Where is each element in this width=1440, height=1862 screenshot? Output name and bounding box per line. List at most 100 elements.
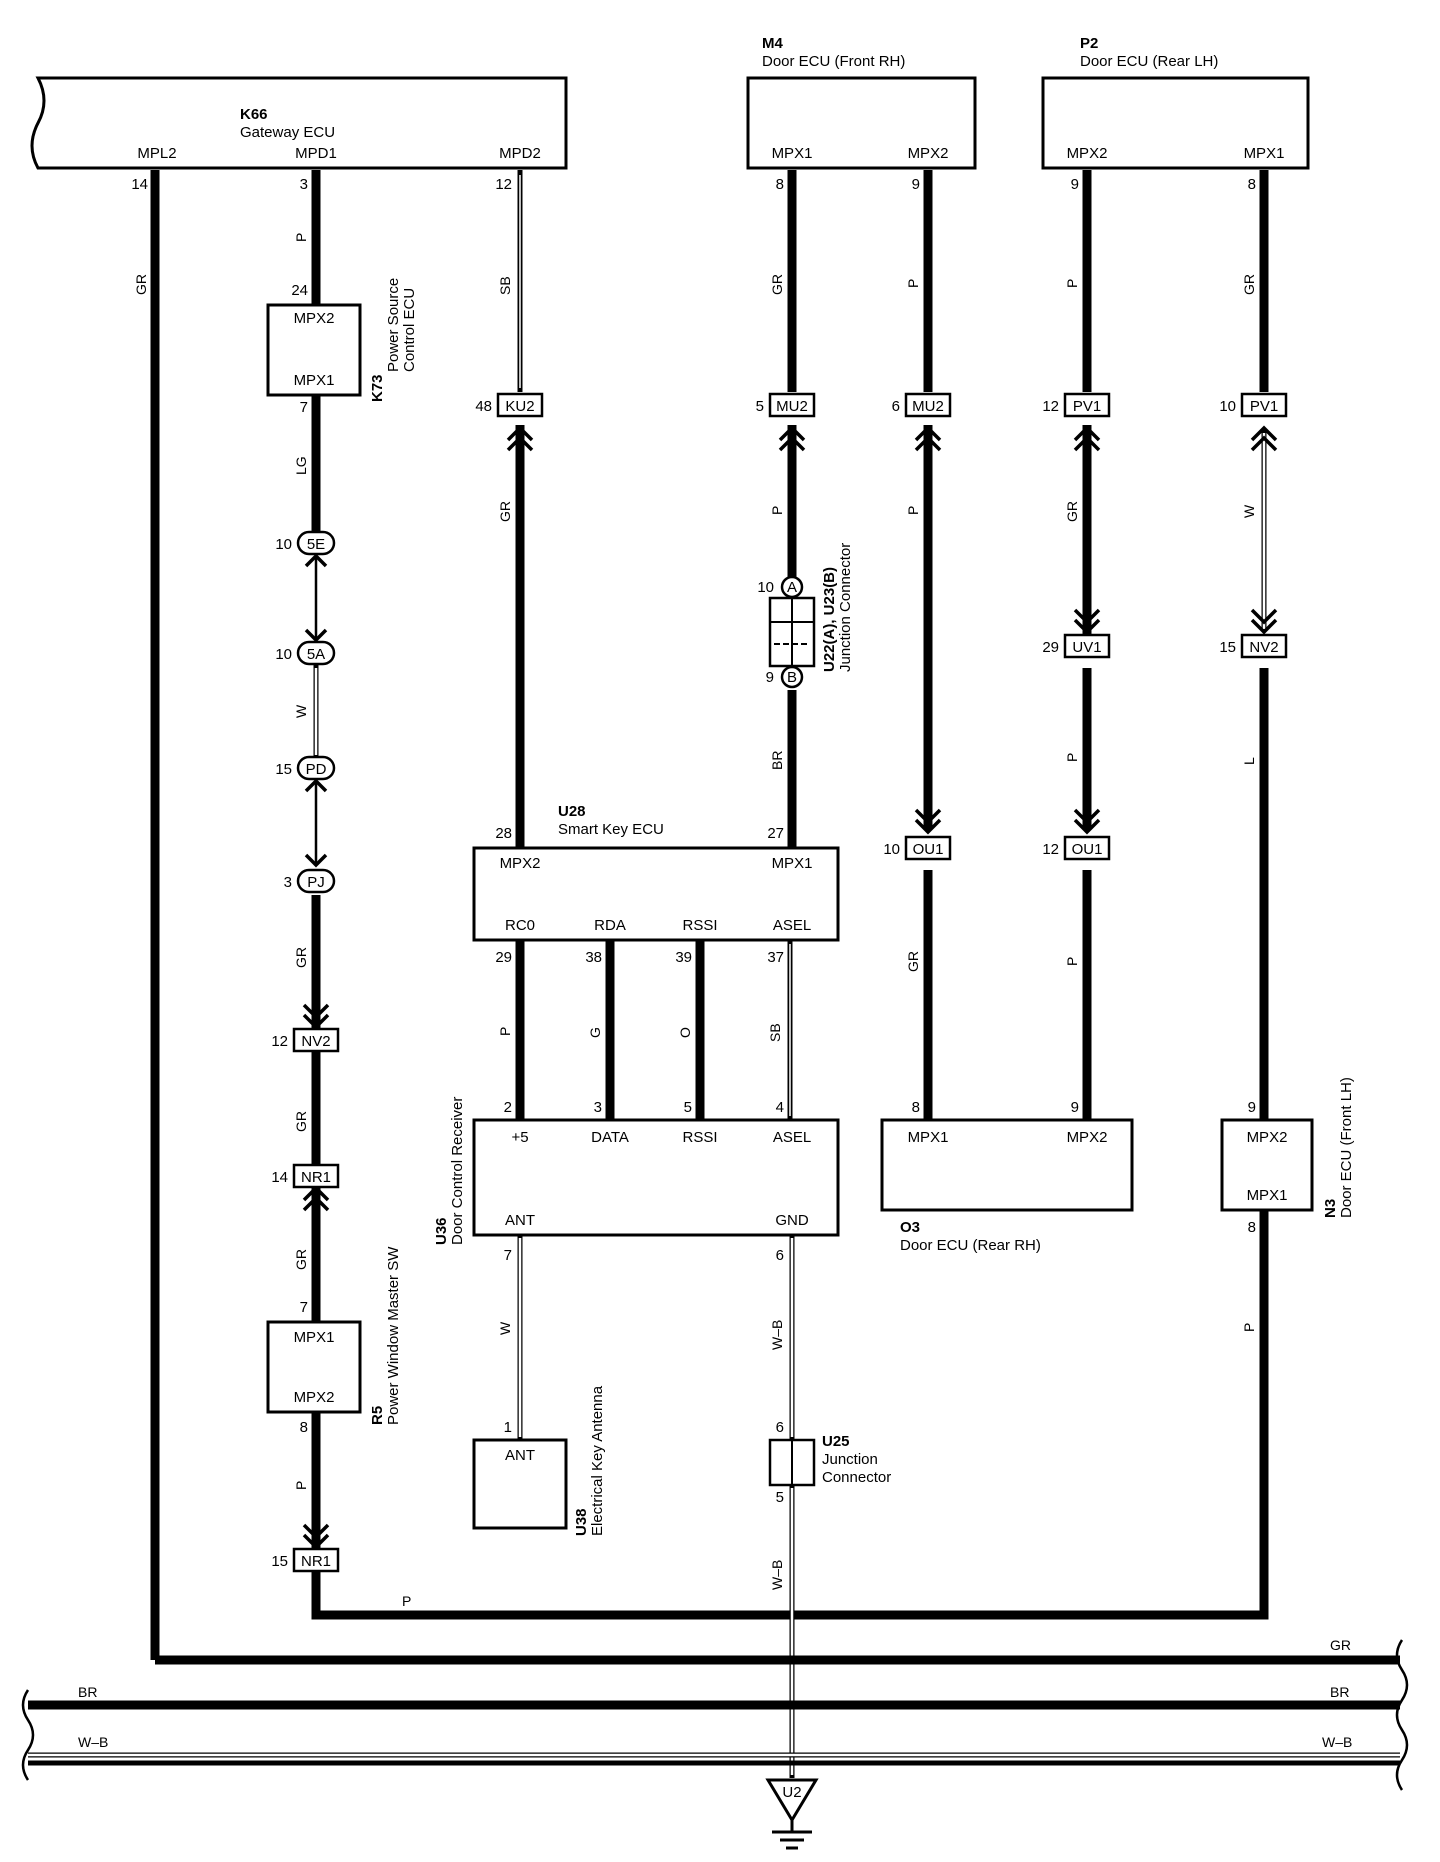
u22-b-pin: 9 xyxy=(766,669,774,686)
o3-code: O3 xyxy=(900,1219,920,1236)
connector-nr1-b-pin: 15 xyxy=(271,1553,288,1570)
r5-pin-mpx1: MPX1 xyxy=(294,1329,335,1346)
connector-pv1-a-pin: 12 xyxy=(1042,398,1059,415)
p2-pin-mpx1: MPX1 xyxy=(1244,145,1285,162)
ground-u2: U2 xyxy=(765,1778,819,1850)
r5-pin-mpx2: MPX2 xyxy=(294,1389,335,1406)
connector-nv2-b-pin: 15 xyxy=(1219,639,1236,656)
connector-5a-pin: 10 xyxy=(275,646,292,663)
wc-rssi: O xyxy=(677,1027,693,1038)
wires xyxy=(21,170,1409,1791)
connector-ou1-a-pin: 10 xyxy=(883,841,900,858)
connector-ou1-b-pin: 12 xyxy=(1042,841,1059,858)
o3-pin-mpx1: MPX1 xyxy=(908,1129,949,1146)
u25-bottom-pin: 5 xyxy=(776,1489,784,1506)
component-u28: U28 Smart Key ECU MPX2 MPX1 28 27 RC0 RD… xyxy=(472,803,840,966)
u36-pinnum-5: 5 xyxy=(684,1099,692,1116)
u28-pin-rc0: RC0 xyxy=(505,917,535,934)
connector-nr1-b-label: NR1 xyxy=(301,1553,331,1570)
k66-pin-mpd2: MPD2 xyxy=(499,145,541,162)
m4-pin-mpx1: MPX1 xyxy=(772,145,813,162)
connector-5e-pin: 10 xyxy=(275,536,292,553)
wc-nv2-n3: L xyxy=(1241,757,1257,765)
p2-pin-mpx2: MPX2 xyxy=(1067,145,1108,162)
connector-mu2-a-pin: 5 xyxy=(756,398,764,415)
m4-pinnum-9: 9 xyxy=(912,176,920,193)
u36-code: U36 xyxy=(433,1217,450,1245)
u36-pin-data: DATA xyxy=(591,1129,629,1146)
u36-pinnum-7: 7 xyxy=(504,1247,512,1264)
connector-pv1-a: PV1 12 xyxy=(1042,392,1111,418)
connector-ku2: KU2 48 xyxy=(475,392,544,418)
wc-bus-wb-right: W–B xyxy=(1322,1734,1352,1750)
wc-k66-mpd2: SB xyxy=(497,276,513,295)
wc-gnd-u25: W–B xyxy=(769,1320,785,1350)
connector-mu2-a: MU2 5 xyxy=(756,392,816,418)
r5-pinnum-7: 7 xyxy=(300,1299,308,1316)
u28-pin-mpx2: MPX2 xyxy=(500,855,541,872)
component-m4: M4 Door ECU (Front RH) MPX1 MPX2 8 9 xyxy=(746,35,977,193)
component-k66: K66 Gateway ECU MPL2 MPD1 MPD2 14 3 12 xyxy=(30,76,568,193)
k73-name-line2: Control ECU xyxy=(401,288,418,372)
wc-bus-gr: GR xyxy=(1330,1637,1351,1653)
connector-pj-label: PJ xyxy=(307,874,325,891)
k66-pinnum-3: 3 xyxy=(300,176,308,193)
u22-a-pin: 10 xyxy=(757,579,774,596)
n3-pinnum-8: 8 xyxy=(1248,1219,1256,1236)
component-o3: MPX1 MPX2 8 9 O3 Door ECU (Rear RH) xyxy=(880,1099,1134,1254)
connector-nr1-b: NR1 15 xyxy=(271,1547,340,1573)
u25-name-line2: Connector xyxy=(822,1469,891,1486)
connector-nv2-a: NV2 12 xyxy=(271,1027,340,1053)
wc-pj-nv2: GR xyxy=(293,947,309,968)
connector-ku2-label: KU2 xyxy=(505,398,534,415)
wc-rda: G xyxy=(587,1027,603,1038)
wc-k73-5e: LG xyxy=(293,456,309,475)
u36-pin-plus5: +5 xyxy=(511,1129,528,1146)
connector-ou1-a-label: OU1 xyxy=(913,841,944,858)
o3-pin-mpx2: MPX2 xyxy=(1067,1129,1108,1146)
p2-pinnum-9: 9 xyxy=(1071,176,1079,193)
wc-mu2-ou1: P xyxy=(905,506,921,515)
m4-pin-mpx2: MPX2 xyxy=(908,145,949,162)
wc-mu2-jc: P xyxy=(769,506,785,515)
connector-5a: 5A 10 xyxy=(275,640,336,666)
wc-m4-mpx2: P xyxy=(905,279,921,288)
connector-ou1-b: OU1 12 xyxy=(1042,835,1111,861)
connector-pj: PJ 3 xyxy=(284,868,336,894)
wc-rc0: P xyxy=(497,1027,513,1036)
connector-arrows xyxy=(302,425,1278,1550)
u38-name: Electrical Key Antenna xyxy=(589,1385,606,1536)
connector-pv1-a-label: PV1 xyxy=(1073,398,1101,415)
k66-pinnum-12: 12 xyxy=(495,176,512,193)
component-n3: MPX2 MPX1 9 8 N3 Door ECU (Front LH) xyxy=(1220,1077,1355,1236)
connector-mu2-b-label: MU2 xyxy=(912,398,944,415)
m4-code: M4 xyxy=(762,35,783,52)
connector-pj-pin: 3 xyxy=(284,874,292,891)
component-r5: MPX1 MPX2 7 8 R5 Power Window Master SW xyxy=(266,1246,402,1436)
u28-pinnum-39: 39 xyxy=(675,949,692,966)
wc-nv2-nr1: GR xyxy=(293,1111,309,1132)
component-k73: MPX2 MPX1 24 7 K73 Power Source Control … xyxy=(266,278,418,416)
connector-pv1-b-label: PV1 xyxy=(1250,398,1278,415)
k66-pinnum-14: 14 xyxy=(131,176,148,193)
wc-nr1-r5: GR xyxy=(293,1249,309,1270)
connector-5e: 5E 10 xyxy=(275,530,336,556)
o3-name: Door ECU (Rear RH) xyxy=(900,1237,1041,1254)
u22-a-label: A xyxy=(787,579,797,596)
connector-nv2-a-label: NV2 xyxy=(301,1033,330,1050)
k73-pin-mpx1: MPX1 xyxy=(294,372,335,389)
n3-pinnum-9: 9 xyxy=(1248,1099,1256,1116)
u25-top-pin: 6 xyxy=(776,1419,784,1436)
k66-code: K66 xyxy=(240,106,268,123)
u28-pin-rssi: RSSI xyxy=(682,917,717,934)
connector-pd-label: PD xyxy=(306,761,327,778)
connector-uv1-pin: 29 xyxy=(1042,639,1059,656)
k73-pinnum-24: 24 xyxy=(291,282,308,299)
wc-ou1-o3-mpx2: P xyxy=(1064,957,1080,966)
connector-pv1-b: PV1 10 xyxy=(1219,392,1288,418)
p2-code: P2 xyxy=(1080,35,1098,52)
component-u36: +5 DATA RSSI ASEL 2 3 5 4 ANT GND 7 6 U3… xyxy=(433,1097,840,1264)
k66-pin-mpd1: MPD1 xyxy=(295,145,337,162)
wc-k66-mpd1: P xyxy=(293,233,309,242)
